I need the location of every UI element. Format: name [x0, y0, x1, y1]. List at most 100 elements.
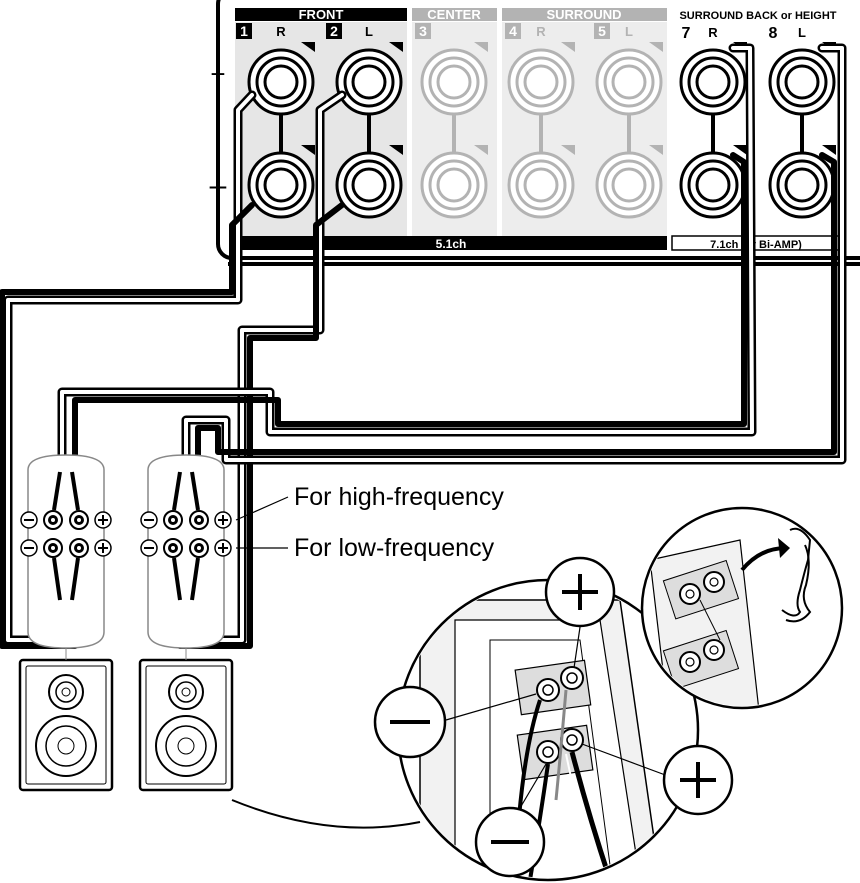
channel-4-positive-cap: [523, 64, 559, 100]
zoom-upper-negative-post-hole: [542, 684, 554, 696]
right-speaker-terminal-board: [147, 454, 225, 649]
speaker-cables: [0, 43, 847, 649]
left-board-high-wire-tip-1: [52, 471, 62, 511]
left-speaker-woofer-cap: [57, 737, 75, 755]
jumper-inset-lower-post-right: [703, 639, 725, 661]
channel-1-positive-terminal: [247, 48, 315, 116]
channel-7-negative-cap: [695, 167, 731, 203]
channel-4-number: 4: [509, 23, 517, 39]
channel-8-number: 8: [769, 25, 778, 42]
channel-2-positive-cap: [351, 64, 387, 100]
right-speaker-tweeter-center: [181, 687, 191, 697]
receiver-speaker-terminal-panel: FRONT CENTER SURROUND SURROUND BACK or H…: [210, 0, 860, 266]
removed-jumper-bar-edge: [785, 544, 812, 623]
zoom-wire-3: [554, 689, 568, 801]
left-speaker-baffle: [25, 665, 107, 785]
right-speaker-baffle: [145, 665, 227, 785]
zoom-lower-negative-post-hole: [542, 746, 554, 758]
rear-terminal-zoom-callout: [231, 556, 734, 882]
zoom-terminal-plate-inner: [489, 639, 613, 878]
channel-4-positive-ring: [515, 56, 567, 108]
channel-4-side: R: [536, 24, 546, 39]
channel-5-number: 5: [598, 23, 606, 39]
channel-8-negative-ring: [776, 159, 828, 211]
channel-1-badge: [236, 23, 252, 39]
minus-badge-upper: [373, 685, 447, 759]
right-board-high-wire-tip-1: [172, 471, 182, 511]
zoom-upper-positive-post: [560, 666, 584, 690]
zoom-upper-negative-post: [536, 678, 560, 702]
right-board-low-wire-tip-2: [190, 557, 200, 601]
removed-jumper-bar: [781, 527, 812, 617]
right-board-low-positive-post-hole: [197, 546, 201, 550]
channel-8-negative-terminal: [768, 151, 836, 219]
bar-5-1ch: [236, 236, 667, 250]
zoom-plus-lower-leader: [581, 743, 669, 777]
channel-4-badge: [505, 23, 521, 39]
cable-sb-l-high-negative: [195, 152, 837, 485]
channel-5-positive-ring: [603, 56, 655, 108]
plus-badge-upper: [544, 556, 616, 628]
panel-plus-sign: +: [210, 59, 225, 89]
channel-2-positive-marker: [389, 42, 403, 52]
channel-1-positive-cap: [263, 64, 299, 100]
channel-1-negative-terminal: [247, 151, 315, 219]
channel-7-negative-terminal: [679, 151, 747, 219]
channel-8-side: L: [798, 25, 806, 40]
channel-2-positive-terminal: [335, 48, 403, 116]
channel-8-negative-cap: [784, 167, 820, 203]
left-board-low-wire-tip-1: [52, 557, 62, 601]
jumper-removal-inset: [640, 506, 844, 710]
channel-1-side: R: [276, 24, 286, 39]
right-speaker-woofer-cone: [165, 725, 207, 767]
right-speaker: [138, 658, 234, 792]
right-speaker-woofer-cap: [177, 737, 195, 755]
channel-1-number: 1: [240, 23, 248, 39]
channel-2-number: 2: [330, 23, 338, 39]
terminal-posts: [247, 42, 836, 219]
jumper-inset-upper-post-right: [703, 571, 725, 593]
channel-3-badge: [415, 23, 431, 39]
surround-back-header-label: SURROUND BACK or HEIGHT: [679, 10, 836, 22]
high-frequency-leader: [235, 496, 289, 521]
channel-7-positive-ring: [687, 56, 739, 108]
zoom-lower-negative-post: [536, 740, 560, 764]
channel-1-negative-cap: [263, 167, 299, 203]
channel-3-number: 3: [419, 23, 427, 39]
channel-5-badge: [594, 23, 610, 39]
right-speaker-woofer: [155, 715, 217, 777]
channel-8-positive-ring: [776, 56, 828, 108]
left-board-low-wire-tip-2: [70, 557, 80, 601]
channel-5-side: L: [625, 24, 633, 39]
channel-2-negative-ring: [343, 159, 395, 211]
right-board-low-negative-post-hole: [171, 546, 175, 550]
channel-4-negative-terminal: [507, 151, 575, 219]
jumper-removal-arrow-head: [778, 538, 790, 558]
channel-5-positive-cap: [611, 64, 647, 100]
speaker-terminal-boards: [20, 454, 232, 649]
zoom-minus-upper-leader: [445, 693, 537, 721]
left-speaker-terminal-board: [27, 454, 105, 649]
right-speaker-tweeter: [168, 674, 204, 710]
channel-7-positive-terminal: [679, 48, 747, 116]
front-header-bar: [235, 8, 407, 21]
panel-minus-sign: –: [210, 169, 227, 202]
channel-4-negative-cap: [523, 167, 559, 203]
channel-7-negative-ring: [687, 159, 739, 211]
channel-3-negative-marker: [474, 145, 488, 155]
channel-8-positive-terminal: [768, 48, 836, 116]
channel-1-positive-ring: [255, 56, 307, 108]
zoom-wire-4-core: [565, 753, 595, 878]
channel-3-negative-ring: [428, 159, 480, 211]
channel-1-positive-marker: [301, 42, 315, 52]
channel-1-negative-ring: [255, 159, 307, 211]
channel-5-negative-ring: [603, 159, 655, 211]
zoom-pointer-line: [231, 799, 421, 829]
right-board-low-wire-tip-1: [172, 557, 182, 601]
right-speaker-tweeter-dome: [175, 681, 197, 703]
channel-5-negative-cap: [611, 167, 647, 203]
channel-4-negative-marker: [561, 145, 575, 155]
channel-5-negative-terminal: [595, 151, 663, 219]
